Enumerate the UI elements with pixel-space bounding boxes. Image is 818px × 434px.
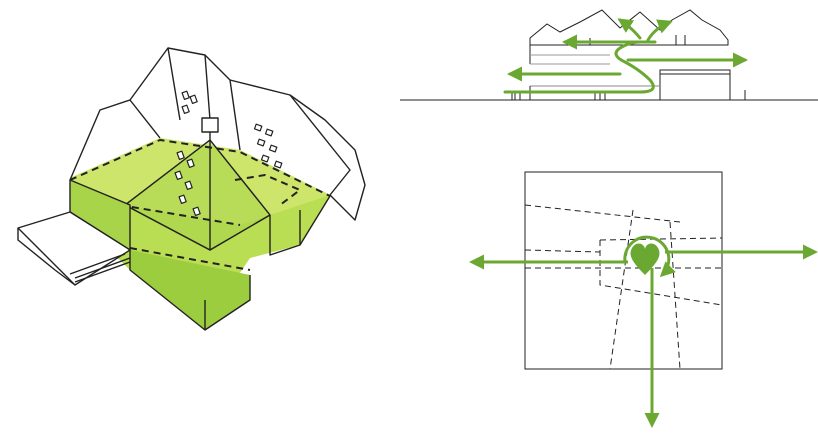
central-pyramid [124,117,271,251]
plan-dashed-grid [524,204,723,370]
entrance-canopy [17,211,131,286]
plan-arrows [469,244,818,428]
s-curve-path [503,40,657,94]
circulation-arrows [503,18,748,94]
dashed-footprint [69,139,331,271]
circular-arrow-icon [623,235,676,278]
axonometric-diagram [17,47,366,331]
roof-shells [69,47,366,221]
right-block [659,69,731,101]
heart-icon [630,243,660,275]
section-diagram [400,9,818,101]
plan-diagram [469,171,818,428]
site-square [524,171,723,370]
facade-windows [174,90,283,217]
